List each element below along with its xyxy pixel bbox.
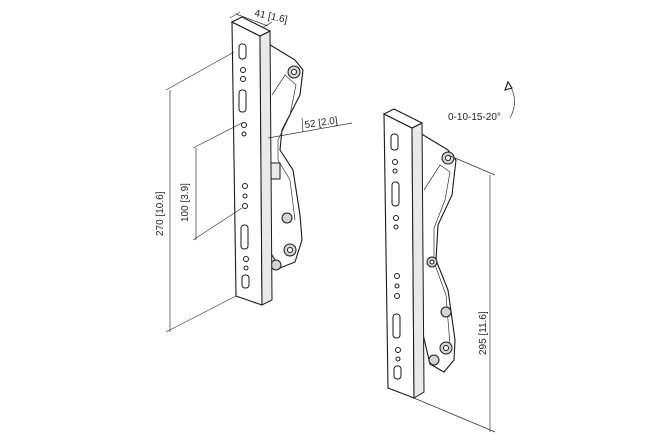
dim-depth-label: 52 [2.0]	[304, 115, 339, 131]
right-end-bolt	[428, 354, 440, 366]
dim-height-left-label: 270 [10.6]	[155, 191, 166, 236]
right-rail-front	[383, 113, 415, 399]
tilt-indicator: 0-10-15-20°	[448, 80, 515, 123]
left-rail-front	[231, 21, 263, 306]
dim-height-left: 270 [10.6]	[155, 51, 237, 333]
right-slot-2	[391, 181, 400, 207]
tilt-label: 0-10-15-20°	[448, 112, 501, 123]
right-slot-3	[392, 313, 401, 339]
left-slot-3	[240, 224, 249, 250]
left-lower-bolt	[281, 212, 293, 224]
right-rail-side	[411, 122, 425, 399]
dim-width-top-label: 41 [1.6]	[253, 8, 288, 26]
dim-height-right: 295 [11.6]	[413, 154, 496, 433]
left-rail-top	[230, 16, 272, 37]
dim-height-right-label: 295 [11.6]	[478, 311, 489, 355]
right-rail-top	[382, 108, 424, 129]
dim-hole-spacing-label: 100 [3.9]	[180, 183, 191, 222]
left-slot-1	[238, 43, 247, 60]
right-bracket	[382, 108, 457, 399]
left-slot-2	[238, 89, 247, 113]
tilt-arrow-icon	[504, 80, 513, 91]
right-lower-bolt	[440, 306, 452, 318]
left-bracket	[230, 16, 304, 306]
dim-depth: 52 [2.0]	[267, 115, 353, 139]
left-slot-4	[241, 274, 250, 289]
left-tilt-arm-inner	[271, 74, 297, 221]
left-end-bolt	[270, 259, 282, 271]
dim-hole-spacing: 100 [3.9]	[180, 122, 243, 241]
right-slot-4	[393, 365, 402, 380]
right-slot-1	[390, 133, 399, 151]
left-rail-side	[259, 30, 273, 306]
